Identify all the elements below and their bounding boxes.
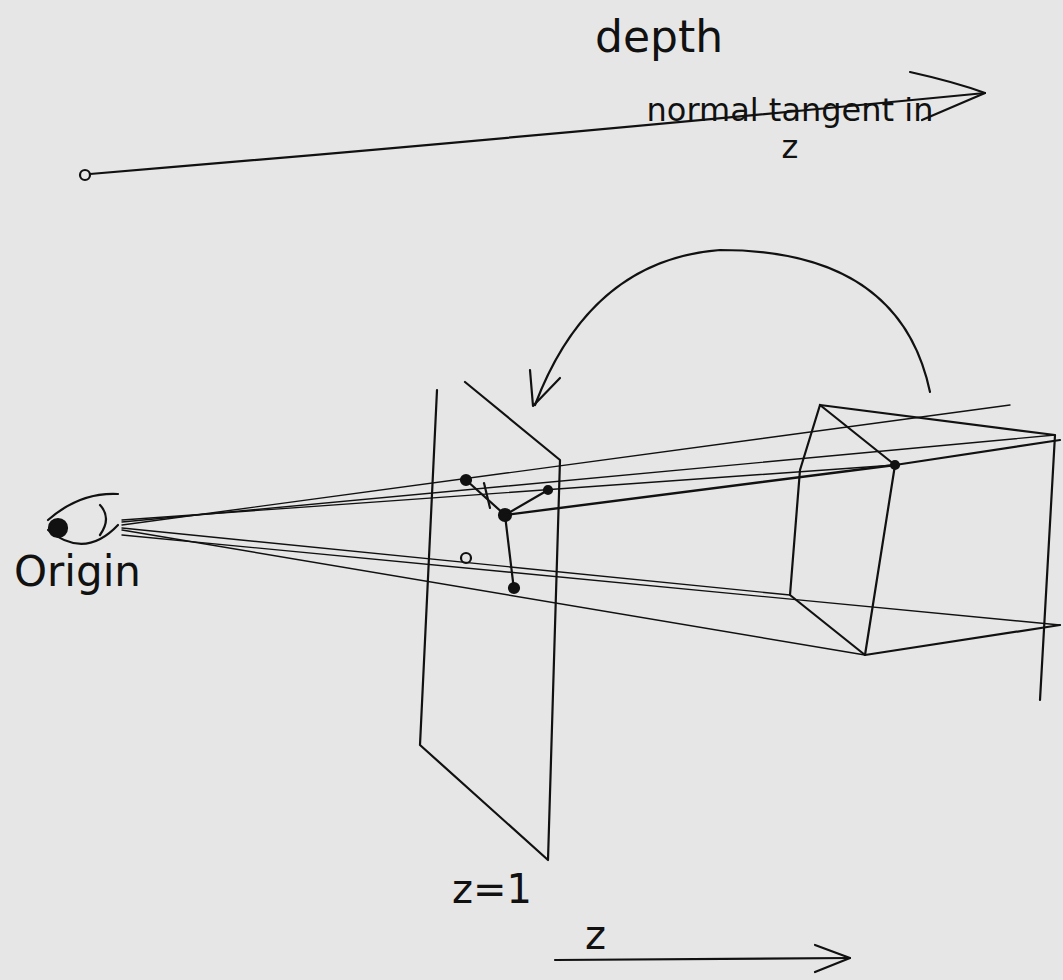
ray: [122, 530, 865, 655]
origin-label: Origin: [14, 548, 141, 596]
tick: [484, 483, 490, 508]
plane-label: z=1: [452, 866, 532, 912]
box-edge: [790, 405, 895, 655]
depth-arrow: [80, 72, 985, 180]
ray: [505, 465, 895, 515]
projection-arrow: [530, 250, 930, 406]
axis-label: z: [585, 912, 606, 958]
eye-lens: [100, 505, 106, 535]
ray: [122, 405, 1010, 525]
box-edge: [820, 405, 1055, 700]
eye-symbol: [48, 494, 118, 544]
annotation-label: normal tangent in z: [640, 92, 940, 166]
axis-label: depth: [595, 12, 723, 63]
view-rays: [122, 405, 1060, 655]
point: [461, 475, 471, 485]
far-box: [790, 405, 1060, 700]
projected-frame: [466, 480, 548, 590]
ray: [122, 535, 1060, 625]
depth-origin-dot: [80, 170, 90, 180]
depth-axis: [90, 93, 985, 174]
plane-outline: [420, 382, 560, 860]
point: [509, 583, 519, 593]
arrow-head: [815, 945, 850, 972]
axis-line: [555, 958, 850, 960]
ray: [122, 528, 790, 595]
eye-lid: [48, 494, 118, 520]
image-plane: [420, 382, 560, 860]
eye-pupil: [49, 519, 67, 537]
curved-arrow: [535, 250, 930, 405]
arrow-head: [530, 370, 560, 406]
ray: [122, 435, 1055, 522]
